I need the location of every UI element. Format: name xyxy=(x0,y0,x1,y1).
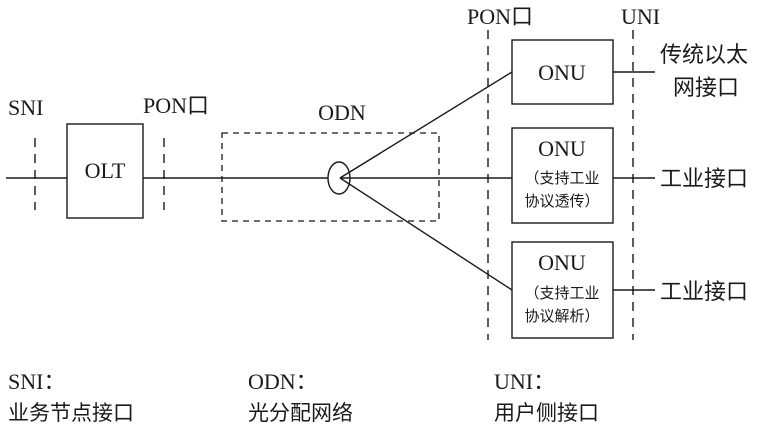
pon-port-left-label: PON口 xyxy=(143,93,209,118)
onu-box-2 xyxy=(511,127,614,224)
onu-1-label: ONU xyxy=(538,60,586,85)
onu-3-label: ONU xyxy=(538,250,586,275)
onu-3-output-label: 工业接口 xyxy=(660,280,748,305)
legend-sni-term: SNI： xyxy=(8,369,65,394)
fiber-to-onu-3 xyxy=(339,177,513,291)
olt-box xyxy=(66,123,144,219)
onu-1-output-label-line2: 网接口 xyxy=(673,76,739,101)
legend-odn-term: ODN： xyxy=(248,369,318,394)
legend-sni-meaning: 业务节点接口 xyxy=(8,401,134,425)
uni-label: UNI xyxy=(621,4,660,29)
legend-odn-meaning: 光分配网络 xyxy=(248,401,353,425)
odn-label: ODN xyxy=(318,100,366,125)
legend-uni-term: UNI： xyxy=(494,369,555,394)
pon-port-right-label: PON口 xyxy=(467,4,533,29)
sni-label: SNI xyxy=(8,95,43,120)
odn-box xyxy=(221,132,440,222)
onu-3-sub2: 协议解析） xyxy=(524,307,599,325)
onu-1-output-label-line1: 传统以太 xyxy=(660,43,748,68)
onu-box-3 xyxy=(511,241,614,339)
onu-2-sub2: 协议透传） xyxy=(524,192,599,210)
onu-3-sub1: （支持工业 xyxy=(524,284,599,302)
legend-uni-meaning: 用户侧接口 xyxy=(494,401,599,425)
onu-2-label: ONU xyxy=(538,136,586,161)
olt-label: OLT xyxy=(85,158,126,183)
onu-box-1 xyxy=(511,39,614,105)
onu-2-output-label: 工业接口 xyxy=(660,167,748,192)
onu-2-sub1: （支持工业 xyxy=(524,169,599,187)
fiber-to-onu-1 xyxy=(339,71,513,179)
